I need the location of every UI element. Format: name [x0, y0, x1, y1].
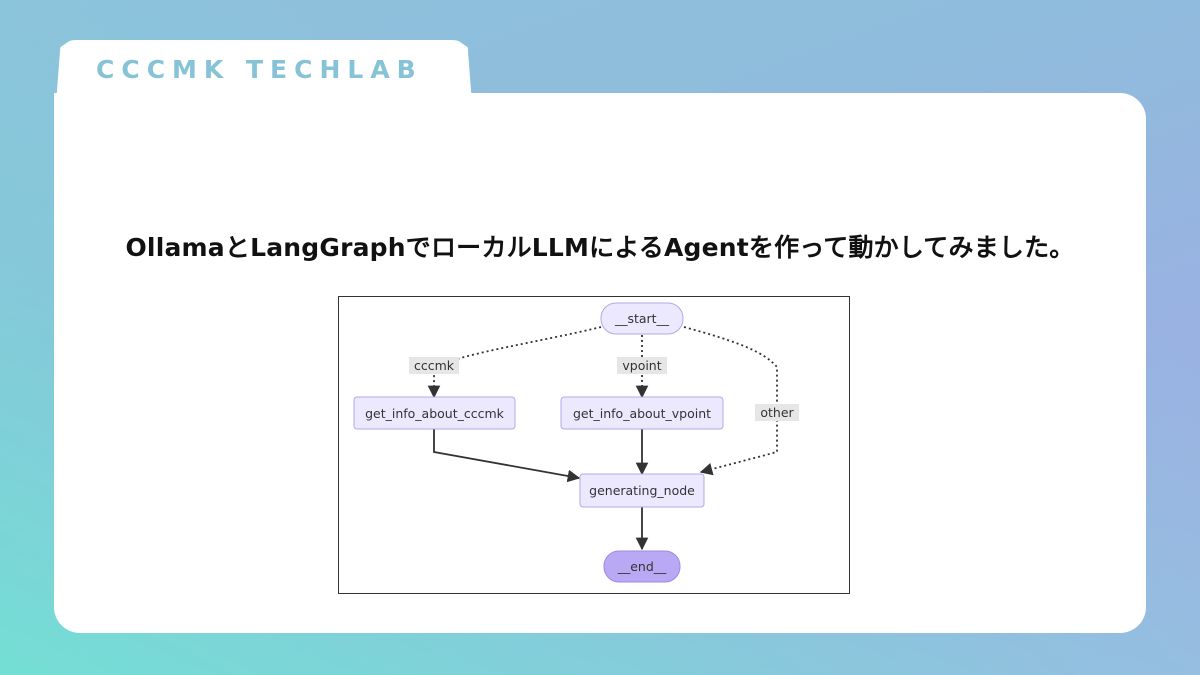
edge-label-other: other [755, 404, 799, 421]
edge-label-cccmk: cccmk [409, 357, 459, 374]
node-get-info-about-cccmk-label: get_info_about_cccmk [365, 406, 505, 421]
edge-label-vpoint-text: vpoint [622, 358, 661, 373]
node-start-label: __start__ [614, 311, 670, 326]
edge-start-to-cccmk [427, 326, 602, 399]
node-get-info-about-vpoint-label: get_info_about_vpoint [573, 406, 711, 421]
node-generating-node-label: generating_node [589, 483, 695, 498]
edge-label-other-text: other [760, 405, 794, 420]
graph-diagram: cccmk vpoint other __start__ get_info_ab… [338, 296, 850, 594]
edge-label-cccmk-text: cccmk [414, 358, 455, 373]
edge-label-vpoint: vpoint [617, 357, 667, 374]
page-title: OllamaとLangGraphでローカルLLMによるAgentを作って動かして… [125, 233, 1075, 262]
edge-cccmk-to-generating [433, 429, 581, 483]
graph-svg: cccmk vpoint other __start__ get_info_ab… [353, 302, 799, 583]
node-start[interactable]: __start__ [600, 302, 684, 335]
node-generating-node[interactable]: generating_node [579, 473, 705, 508]
node-end-label: __end__ [617, 559, 667, 574]
edge-start-to-generating [683, 326, 778, 476]
node-get-info-about-vpoint[interactable]: get_info_about_vpoint [560, 396, 724, 430]
node-end[interactable]: __end__ [603, 550, 681, 583]
node-get-info-about-cccmk[interactable]: get_info_about_cccmk [353, 396, 516, 430]
brand-logo-text: CCCMK TECHLAB [96, 55, 423, 84]
